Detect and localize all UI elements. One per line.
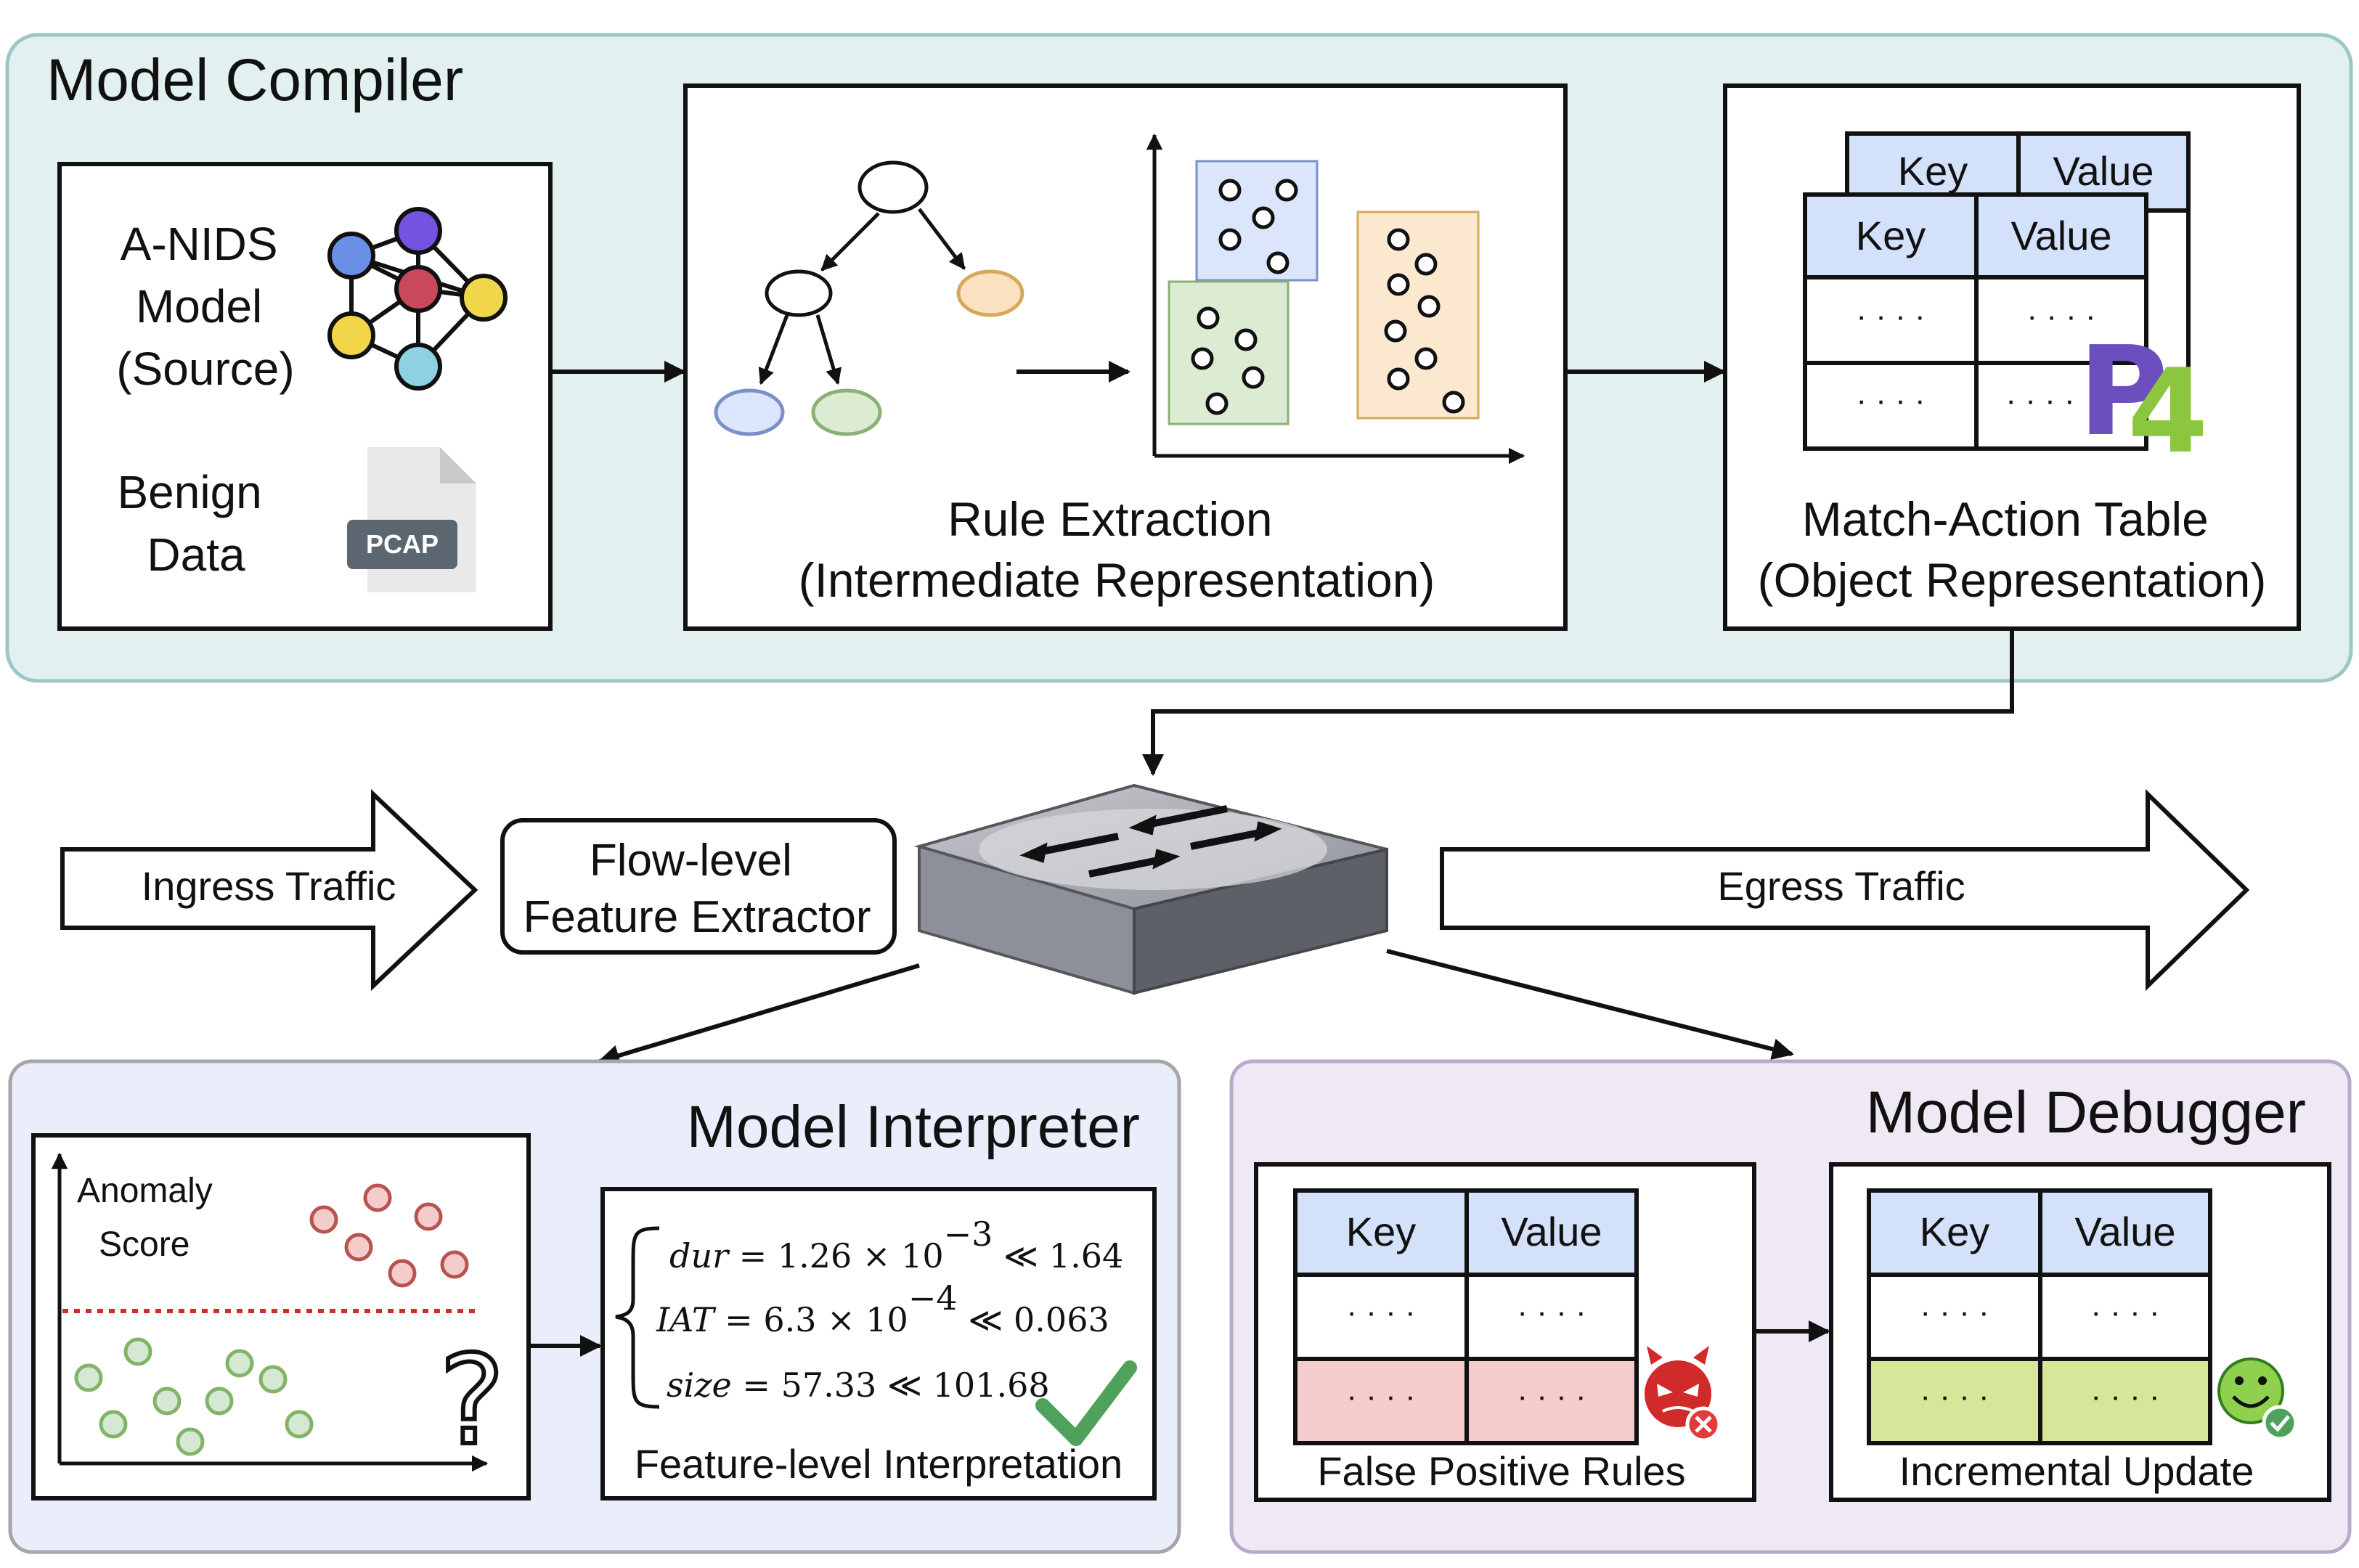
svg-text:· · · ·: · · · ·: [1517, 1379, 1586, 1414]
svg-text:Key: Key: [1346, 1209, 1417, 1254]
svg-text:· · · ·: · · · ·: [1856, 298, 1925, 334]
decision-tree-icon: [714, 160, 1024, 436]
formula-dur: dur = 1.26 × 10−3 ≪ 1.64: [669, 1214, 1123, 1275]
question-mark-icon: ?: [439, 1329, 505, 1473]
switch-to-interpreter-arrow: [598, 963, 920, 1066]
formula-iat: IAT = 6.3 × 10−4 ≪ 0.063: [656, 1278, 1109, 1339]
cluster-plot-icon: [1146, 133, 1525, 465]
feature-extractor-box: Flow-level Feature Extractor: [500, 818, 897, 955]
updated-row: [1867, 1357, 2042, 1445]
ingress-traffic-label: Ingress Traffic: [142, 863, 396, 909]
svg-text:· · · ·: · · · ·: [2090, 1294, 2159, 1330]
svg-text:P: P: [2078, 320, 2169, 464]
egress-traffic-arrow: Egress Traffic: [1440, 788, 2250, 992]
malicious-devil-icon: [1645, 1346, 1722, 1442]
svg-text:Value: Value: [2010, 213, 2111, 258]
model-interpreter-title: Model Interpreter: [687, 1094, 1140, 1160]
checkmark-icon: [1035, 1360, 1137, 1446]
match-action-table-box: Key Value Key Value · · · · · · · · · · …: [1723, 83, 2301, 631]
svg-text:Value: Value: [2053, 148, 2154, 194]
svg-text:· · · ·: · · · ·: [1517, 1294, 1586, 1330]
pcap-file-icon: PCAP: [347, 447, 476, 592]
rule-extraction-box: Rule Extraction (Intermediate Representa…: [683, 83, 1568, 631]
rule-extraction-caption: Rule Extraction (Intermediate Representa…: [799, 492, 1435, 607]
false-positive-rules-box: Key Value · · · · · · · · · · · · · · · …: [1254, 1162, 1756, 1502]
source-box: A-NIDS Model (Source): [57, 162, 553, 631]
svg-text:4: 4: [2127, 343, 2208, 479]
feature-extractor-label: Flow-level Feature Extractor: [523, 836, 871, 942]
false-positive-caption: False Positive Rules: [1317, 1448, 1685, 1494]
svg-text:Key: Key: [1856, 213, 1926, 258]
source-model-label: A-NIDS Model (Source): [116, 218, 294, 395]
front-table: Key Value · · · · · · · · · · · · · · · …: [1803, 192, 2148, 451]
svg-text:· · · ·: · · · ·: [2026, 298, 2095, 334]
svg-text:· · · ·: · · · ·: [1346, 1379, 1415, 1414]
svg-text:Key: Key: [1898, 148, 1968, 194]
programmable-switch-icon: [913, 783, 1388, 995]
model-interpreter-panel: Model Interpreter Anomaly Score: [8, 1059, 1181, 1554]
egress-traffic-label: Egress Traffic: [1717, 863, 1965, 909]
svg-text:· · · ·: · · · ·: [1346, 1294, 1415, 1330]
model-compiler-panel: Model Compiler A-NIDS Model (Source): [5, 33, 2353, 683]
model-compiler-title: Model Compiler: [46, 47, 463, 113]
pcap-label: PCAP: [366, 529, 439, 559]
p4-logo-icon: P 4: [2078, 320, 2208, 479]
svg-text:Key: Key: [1920, 1209, 1990, 1254]
feature-interpretation-box: dur = 1.26 × 10−3 ≪ 1.64 IAT = 6.3 × 10−…: [600, 1187, 1157, 1500]
incremental-update-caption: Incremental Update: [1899, 1448, 2254, 1494]
svg-text:· · · ·: · · · ·: [1920, 1379, 1989, 1414]
anomaly-score-label: Anomaly Score: [77, 1172, 222, 1264]
mat-to-switch-arrow: [1142, 629, 2014, 776]
svg-text:Value: Value: [2074, 1209, 2175, 1254]
brace-icon: [615, 1226, 660, 1409]
svg-text:Value: Value: [1501, 1209, 1602, 1254]
benign-points: [74, 1337, 314, 1456]
mat-caption: Match-Action Table (Object Representatio…: [1758, 492, 2267, 607]
benign-data-label: Benign Data: [117, 466, 274, 581]
incremental-update-box: Key Value · · · · · · · · · · · · · · · …: [1829, 1162, 2331, 1502]
formula-size: size = 57.33 ≪ 101.68: [667, 1365, 1050, 1405]
ingress-traffic-arrow: Ingress Traffic: [60, 789, 478, 991]
svg-text:· · · ·: · · · ·: [1856, 383, 1925, 418]
feature-interpretation-caption: Feature-level Interpretation: [635, 1441, 1123, 1487]
svg-text:· · · ·: · · · ·: [1920, 1294, 1989, 1330]
smiley-check-icon: [2217, 1357, 2298, 1441]
svg-text:· · · ·: · · · ·: [2005, 383, 2074, 418]
model-debugger-title: Model Debugger: [1866, 1079, 2306, 1146]
anomaly-score-plot: Anomaly Score ?: [31, 1133, 531, 1500]
switch-to-debugger-arrow: [1386, 949, 1794, 1060]
anomalous-points: [309, 1183, 469, 1288]
neural-network-icon: [327, 207, 508, 391]
model-debugger-panel: Model Debugger Key Value · · · · · · · ·…: [1229, 1059, 2352, 1554]
svg-text:· · · ·: · · · ·: [2090, 1379, 2159, 1414]
